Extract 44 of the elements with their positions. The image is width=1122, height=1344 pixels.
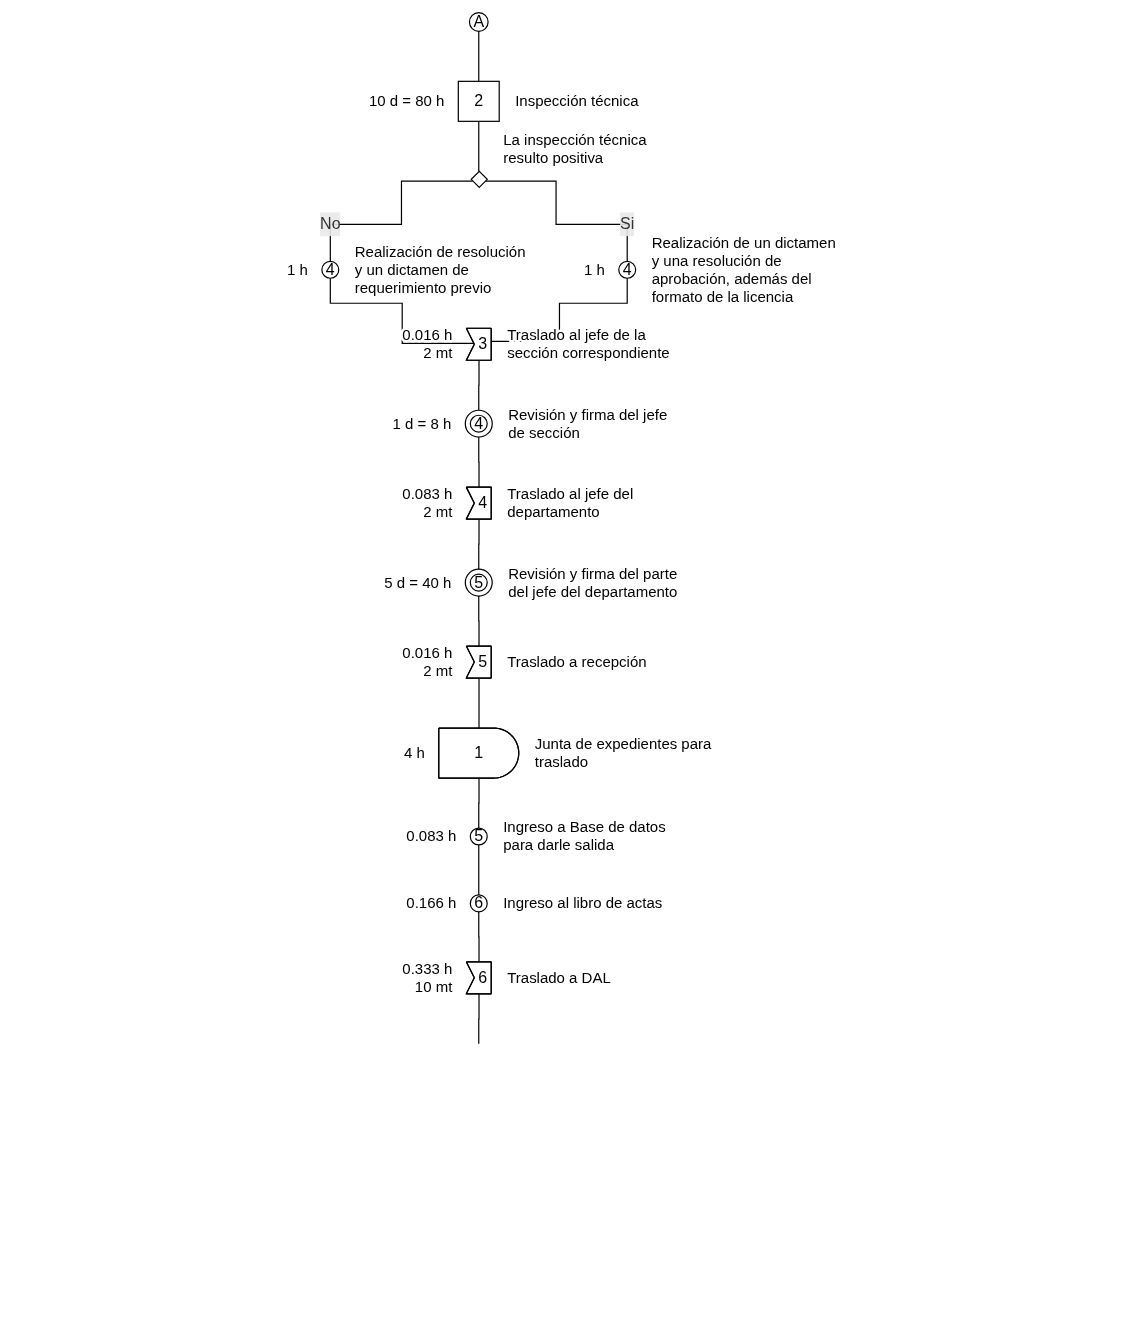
connector [477,777,480,829]
step-description: Realización de un dictamen y una resolución de aprobación, además del formato de la licencia [651,233,836,305]
step-description: La inspección técnica resulto positiva [502,131,647,167]
time-label: 0.016 h 2 mt [401,644,452,680]
step-description: Inspección técnica [514,92,639,110]
step-description: Traslado al jefe del departamento [506,485,633,521]
time-label: 4 h [403,744,425,762]
time-label: 1 h [583,260,605,278]
edge-label: Si [619,215,634,233]
edge-label: No [319,215,341,233]
connector [477,519,480,570]
node-circle: 5 [464,568,493,597]
step-description: Ingreso al libro de actas [502,894,662,912]
time-label: 1 h [286,260,308,278]
connector [477,993,480,1045]
connector [477,844,479,896]
time-label: 10 d = 80 h [368,92,444,110]
node-box: 2 [457,80,500,122]
step-description: Revisión y firma del jefe de sección [507,405,667,441]
step-description: Traslado a DAL [506,968,611,986]
time-label: 0.083 h [405,827,456,845]
time-label: 0.166 h [405,894,456,912]
connector [483,180,628,262]
step-description: Traslado a recepción [506,653,647,671]
node-circle: A [468,12,489,32]
time-label: 0.333 h 10 mt [401,959,452,995]
time-label: 0.083 h 2 mt [401,485,452,521]
step-description: Revisión y firma del parte del jefe del departamento [507,564,677,600]
node-diamond [469,170,488,189]
node-circle: 6 [469,894,488,913]
connector [329,180,473,262]
node-circle: 4 [464,409,493,438]
time-label: 5 d = 40 h [383,573,451,591]
time-label: 0.016 h 2 mt [401,326,452,362]
connector [477,360,480,411]
node-circle: 4 [617,260,636,279]
node-circle: 5 [469,827,488,846]
step-description: Realización de resolución y un dictamen de requerimiento previo [354,242,526,296]
step-description: Junta de expedientes para traslado [534,735,711,771]
connector [477,120,479,172]
connector [477,30,479,82]
step-description: Ingreso a Base de datos para darle salida [502,818,666,854]
node-circle: 4 [320,260,339,279]
time-label: 1 d = 8 h [392,414,451,432]
